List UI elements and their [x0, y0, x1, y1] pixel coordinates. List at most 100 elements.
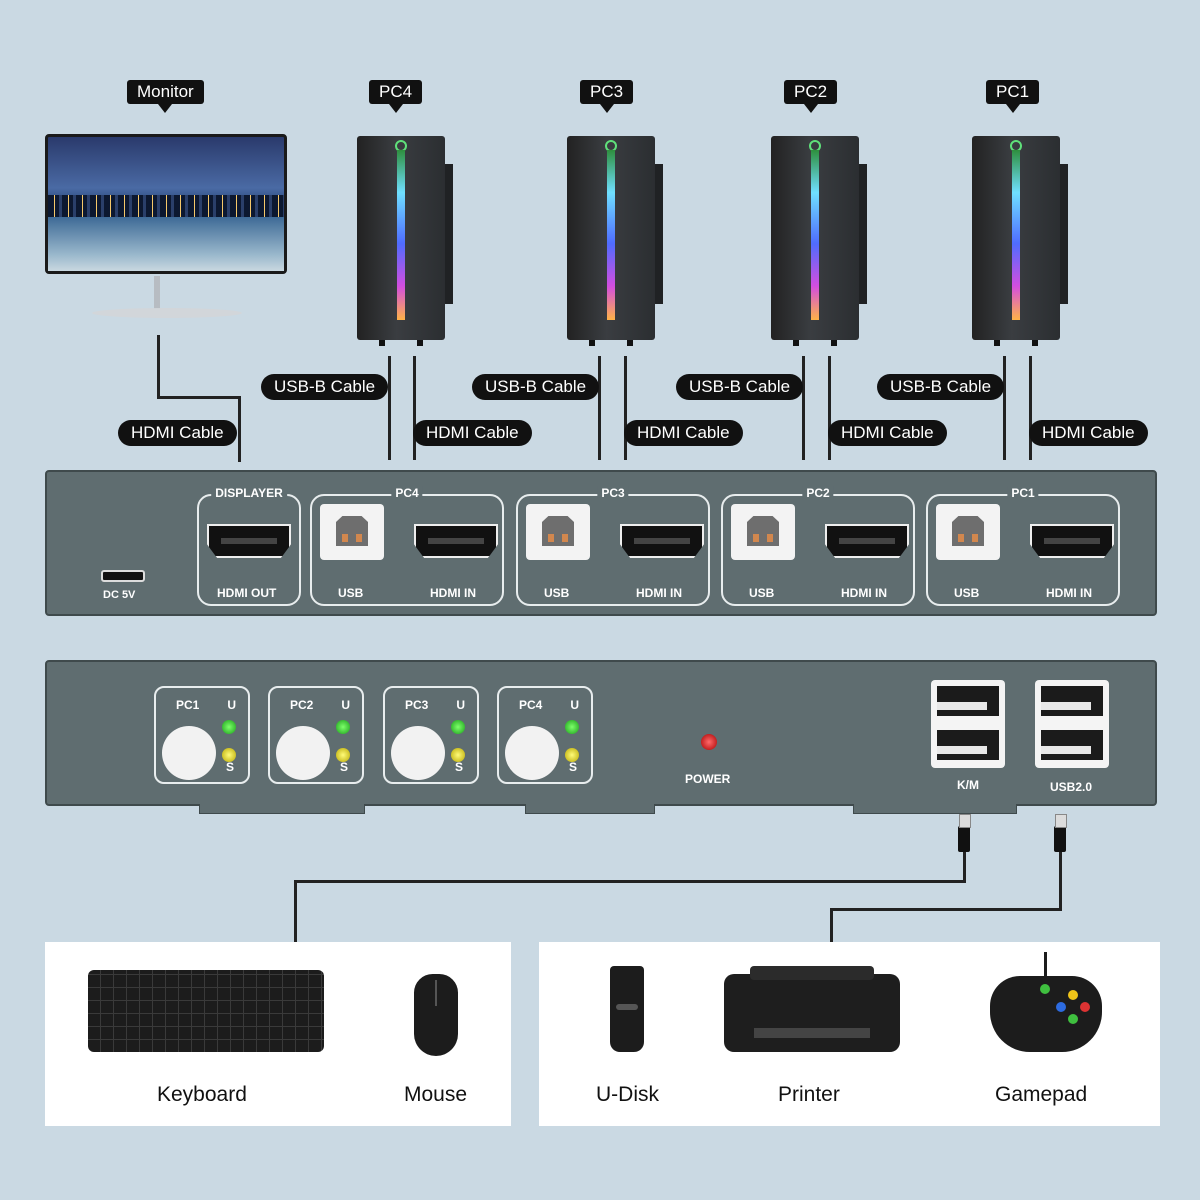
km-usb-plug-icon: [958, 814, 971, 852]
panel-foot: [199, 804, 365, 814]
switch-pc3-button[interactable]: [391, 726, 445, 780]
monitor-cable-line: [157, 396, 241, 399]
pc4-tag-label: PC4: [379, 82, 413, 101]
pc2-usb-cable-line: [802, 356, 805, 460]
usb-b-port-icon: [526, 504, 590, 560]
km-cable-line: [296, 880, 966, 883]
pc3-tag-label: PC3: [590, 82, 624, 101]
signal-led-label: S: [339, 760, 348, 774]
switch-pc4-label: PC4: [519, 698, 543, 712]
signal-led-label: S: [568, 760, 577, 774]
pc2-usb-cable-label: USB-B Cable: [676, 374, 804, 400]
pc1-tower-icon: [972, 136, 1068, 346]
pc2-tag: PC2: [784, 80, 838, 113]
signal-status-led: [222, 748, 236, 762]
hdmi-in-port-icon: [825, 524, 909, 558]
keyboard-icon: [88, 970, 324, 1052]
switch-pc3: PC3 U S: [383, 686, 479, 784]
switch-pc1-button[interactable]: [162, 726, 216, 780]
pc4-usb-cable-label: USB-B Cable: [261, 374, 389, 400]
power-led: [701, 734, 717, 750]
usb2-cable-line: [832, 908, 1062, 911]
monitor-cable-line: [157, 335, 160, 399]
pc1-usb-cable-line: [1003, 356, 1006, 460]
rear-group-pc3-title: PC3: [597, 486, 629, 500]
keyboard-label: Keyboard: [157, 1083, 247, 1106]
usb-status-led: [451, 720, 465, 734]
pc1-hdmi-cable-label: HDMI Cable: [1029, 420, 1148, 446]
printer-label: Printer: [778, 1083, 840, 1106]
km-label: K/M: [957, 778, 979, 792]
pc2-tower-icon: [771, 136, 867, 346]
rear-group-pc2-title: PC2: [802, 486, 834, 500]
switch-pc2-label: PC2: [290, 698, 314, 712]
displayer-group: DISPLAYER HDMI OUT: [197, 486, 301, 606]
gamepad-cable: [1044, 952, 1047, 978]
monitor-hdmi-cable-label: HDMI Cable: [118, 420, 237, 446]
rear-group-pc1: PC1 USB HDMI IN: [926, 486, 1120, 606]
km-cable-line: [294, 880, 297, 942]
pc3-tag: PC3: [580, 80, 634, 113]
usb-status-led: [222, 720, 236, 734]
usb2-cable-line: [1059, 852, 1062, 910]
hdmi-in-port-icon: [1030, 524, 1114, 558]
switch-pc4: PC4 U S: [497, 686, 593, 784]
power-label: POWER: [685, 772, 731, 786]
pc2-hdmi-cable-label: HDMI Cable: [828, 420, 947, 446]
switch-pc2: PC2 U S: [268, 686, 364, 784]
usb2-usb-plug-icon: [1054, 814, 1067, 852]
rear-group-pc4: PC4 USB HDMI IN: [310, 486, 504, 606]
hdmi-in-port-icon: [620, 524, 704, 558]
switch-pc1: PC1 U S: [154, 686, 250, 784]
pc4-usb-cable-line: [388, 356, 391, 460]
pc1-tag: PC1: [986, 80, 1040, 113]
pc1-usb-cable-label: USB-B Cable: [877, 374, 1005, 400]
rear-group-pc2: PC2 USB HDMI IN: [721, 486, 915, 606]
hdmi-in-label: HDMI IN: [430, 586, 476, 600]
usb-led-label: U: [227, 698, 236, 712]
usb-status-led: [336, 720, 350, 734]
gamepad-label: Gamepad: [995, 1083, 1088, 1106]
printer-icon: [724, 966, 900, 1052]
gamepad-icon: [990, 976, 1102, 1052]
displayer-title: DISPLAYER: [211, 486, 287, 500]
pc1-tag-label: PC1: [996, 82, 1030, 101]
usb-label: USB: [544, 586, 570, 600]
switch-pc4-button[interactable]: [505, 726, 559, 780]
pc2-tag-label: PC2: [794, 82, 828, 101]
switch-pc1-label: PC1: [176, 698, 200, 712]
kvm-front-panel: PC1 U S PC2 U S PC3 U S PC4 U S POWER K/…: [45, 660, 1157, 814]
dc-power-port-icon: [101, 570, 145, 582]
pc3-hdmi-cable-line: [624, 356, 627, 460]
usb-label: USB: [338, 586, 364, 600]
rear-group-pc4-title: PC4: [391, 486, 423, 500]
hdmi-in-label: HDMI IN: [636, 586, 682, 600]
usb-b-port-icon: [936, 504, 1000, 560]
usb-led-label: U: [570, 698, 579, 712]
signal-led-label: S: [225, 760, 234, 774]
udisk-icon: [610, 966, 644, 1052]
usb-led-label: U: [341, 698, 350, 712]
pc3-hdmi-cable-label: HDMI Cable: [624, 420, 743, 446]
mouse-icon: [414, 974, 458, 1056]
hdmi-out-label: HDMI OUT: [217, 586, 277, 600]
pc1-hdmi-cable-line: [1029, 356, 1032, 460]
usb-label: USB: [954, 586, 980, 600]
signal-status-led: [565, 748, 579, 762]
switch-pc3-label: PC3: [405, 698, 429, 712]
usb-b-port-icon: [731, 504, 795, 560]
monitor-tag-label: Monitor: [137, 82, 194, 101]
pc3-usb-cable-label: USB-B Cable: [472, 374, 600, 400]
hdmi-in-port-icon: [414, 524, 498, 558]
rear-group-pc1-title: PC1: [1007, 486, 1039, 500]
rear-group-pc3: PC3 USB HDMI IN: [516, 486, 710, 606]
switch-pc2-button[interactable]: [276, 726, 330, 780]
usb2-usb-a-port-icon: [1035, 680, 1109, 768]
dc-label: DC 5V: [103, 589, 136, 601]
monitor-tag: Monitor: [127, 80, 204, 113]
panel-foot: [525, 804, 655, 814]
km-cable-line: [963, 852, 966, 882]
usb-label: USB: [749, 586, 775, 600]
usb-status-led: [565, 720, 579, 734]
pc4-tower-icon: [357, 136, 453, 346]
